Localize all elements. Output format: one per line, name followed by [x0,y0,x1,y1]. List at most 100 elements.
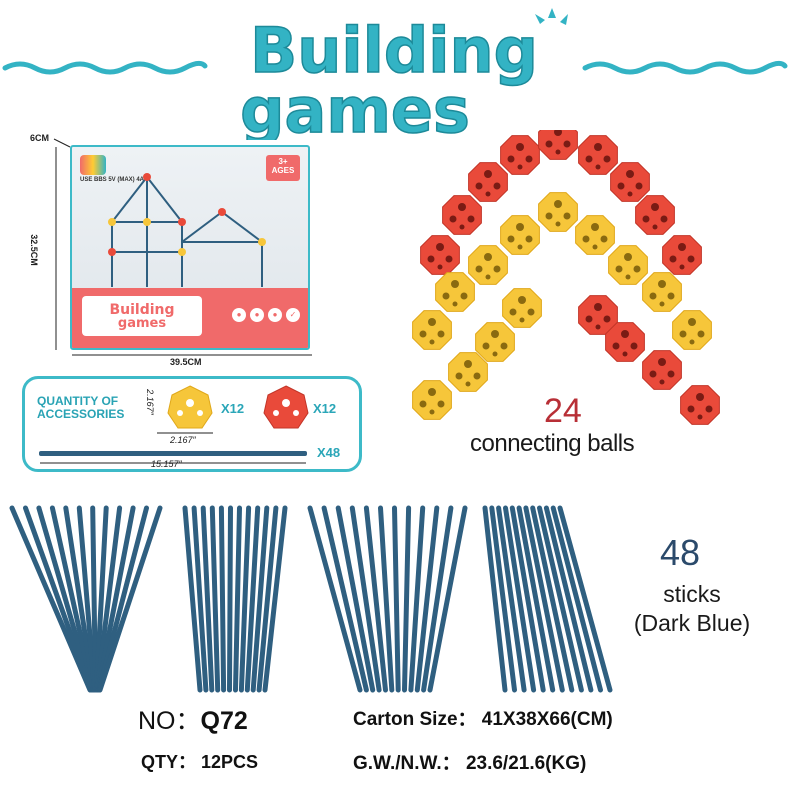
yellow-ball-icon [502,288,542,328]
ball-width-line [157,432,213,434]
sticks-bundles [9,505,613,693]
ball-height-label: 2.167″ [144,389,155,415]
stick-icon [530,505,575,693]
stick-icon [218,505,227,693]
red-ball-icon [635,195,675,235]
box-banner-title: Building games [82,296,202,336]
stick-icon [191,505,209,693]
model-number-value: Q72 [200,707,248,735]
badge-icon: ● [250,308,264,322]
stick-sample [39,451,307,456]
stick-length-label: 15.157″ [151,459,182,469]
stick-icon [496,505,527,693]
quantity-info: QTY： 12PCS [141,752,259,772]
yellow-ball-icon [608,245,648,285]
red-ball-icon [605,322,645,362]
carton-size-info: Carton Size： 41X38X66(CM) [353,709,613,730]
stick-icon [307,505,363,693]
yellow-ball-icon [475,322,515,362]
stick-icon [90,505,98,693]
red-ball-icon [680,385,720,425]
stick-icon [402,505,412,693]
stick-icon [97,505,163,693]
product-box: USE BBS 5V (MAX) 4A 3+ AGES [70,145,310,350]
stick-icon [543,505,594,693]
title-line1: Building [250,14,538,87]
yellow-ball-icon [500,215,540,255]
red-ball-icon [420,235,460,275]
badge-icon: ✓ [286,308,300,322]
box-depth-label: 6CM [30,133,50,143]
splash-icon [535,8,568,25]
brand-logo-icon [80,155,106,175]
red-ball-icon [538,130,578,160]
box-small-text: USE BBS 5V (MAX) 4A [80,177,145,183]
yellow-ball-qty: X12 [221,401,245,416]
age-badge: 3+ AGES [266,155,300,181]
stick-icon [94,505,123,693]
stick-icon [96,505,149,693]
ball-width-label: 2.167″ [170,435,196,445]
stick-icon [335,505,376,693]
left-wave-decoration [2,60,208,75]
red-ball-icon [442,195,482,235]
yellow-ball-icon [448,352,488,392]
red-ball-icon [263,385,309,429]
red-ball-icon [610,162,650,202]
fort-structure-icon [108,173,266,287]
stick-icon [550,505,603,693]
box-dimension-lines [53,138,312,356]
red-ball-qty: X12 [313,401,337,416]
right-wave-decoration [582,60,788,75]
stick-icon [200,505,215,693]
stick-icon [23,505,94,693]
yellow-ball-icon [167,385,213,429]
stick-icon [408,505,426,693]
accessories-panel: QUANTITY OF ACCESSORIES 2.167″ X12 X12 2… [22,376,362,472]
stick-icon [349,505,382,693]
stick-icon [256,505,279,693]
stick-icon [93,505,109,693]
yellow-ball-icon [412,380,452,420]
red-ball-icon [578,295,618,335]
stick-icon [182,505,203,693]
yellow-ball-icon [575,215,615,255]
balls-label: connecting balls [470,430,635,457]
stick-length-line [40,462,306,464]
stick-icon [516,505,556,693]
stick-icon [250,505,270,693]
box-banner-line1: Building [109,301,175,318]
stick-icon [49,505,96,693]
stick-icon [414,505,440,693]
stick-icon [244,505,261,693]
stick-icon [421,505,454,693]
box-banner: Building games ● ● ● ✓ [72,288,308,348]
accessories-title: QUANTITY OF ACCESSORIES [37,394,125,422]
accessories-title-line2: ACCESSORIES [37,407,125,422]
sticks-count: 48 [660,532,701,573]
stick-icon [9,505,93,693]
red-ball-icon [468,162,508,202]
stick-icon [509,505,546,693]
accessories-title-line1: QUANTITY OF [37,394,119,408]
stick-icon [557,505,613,693]
stick-icon [489,505,517,693]
stick-icon [63,505,97,693]
connecting-balls-arc [412,130,720,425]
model-number: NO：Q72 [138,701,248,737]
product-box-image: 6CM 32.5CM 39.5CM USE BBS 5V (MAX) 4A 3+… [29,125,330,375]
yellow-ball-icon [435,272,475,312]
stick-icon [378,505,395,693]
sticks-label-line1: sticks [663,581,721,607]
weight-info: G.W./N.W.： 23.6/21.6(KG) [353,753,587,774]
yellow-ball-icon [672,310,712,350]
yellow-ball-icon [642,272,682,312]
stick-icon [209,505,221,693]
yellow-ball-icon [412,310,452,350]
red-ball-icon [578,135,618,175]
model-number-label: NO： [138,707,201,735]
stick-icon [238,505,252,693]
title-line2: games [240,74,470,140]
stick-icon [36,505,95,693]
stick-icon [503,505,537,693]
